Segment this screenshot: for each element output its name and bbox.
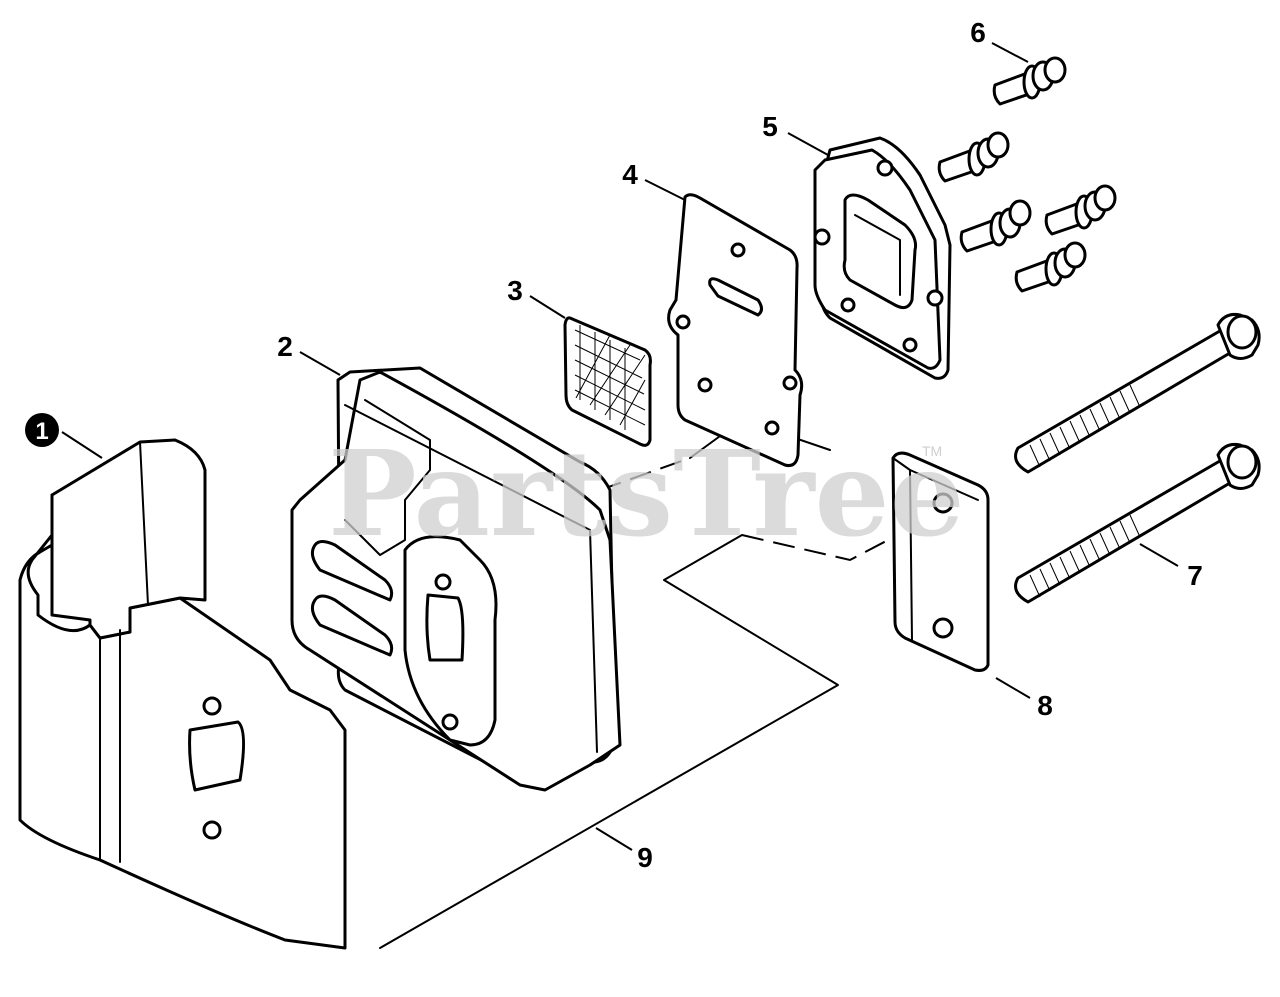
callout-4: 4 [622, 159, 638, 190]
screw [1014, 241, 1087, 293]
watermark-text: PartsTree [328, 424, 965, 563]
part-6-screws [937, 56, 1117, 293]
bolt [1014, 313, 1261, 474]
callout-5: 5 [762, 111, 778, 142]
callout-1: 1 [35, 418, 48, 445]
part-2-muffler [290, 366, 622, 792]
screw [992, 56, 1067, 106]
callout-2: 2 [277, 331, 293, 362]
part-7-bolts [1014, 313, 1261, 604]
callout-labels: 1 2 3 4 5 6 7 8 9 [25, 17, 1203, 873]
part-1-heat-shield [18, 438, 347, 950]
bolt [1014, 443, 1261, 604]
part-3-screen [563, 316, 652, 447]
callout-8: 8 [1037, 690, 1053, 721]
callout-1-marker [25, 413, 59, 447]
part-5-flange [813, 136, 952, 380]
callout-6: 6 [970, 17, 986, 48]
screw [1044, 184, 1117, 236]
watermark-tm: TM [922, 443, 942, 459]
watermark: PartsTree TM [328, 424, 965, 563]
callout-3: 3 [507, 275, 523, 306]
callout-7: 7 [1187, 560, 1203, 591]
part-8-spacer [891, 451, 990, 672]
leader-lines [61, 42, 1179, 851]
screw [937, 131, 1010, 183]
part-4-gasket [667, 193, 804, 467]
callout-9: 9 [637, 842, 653, 873]
screw [959, 199, 1032, 253]
